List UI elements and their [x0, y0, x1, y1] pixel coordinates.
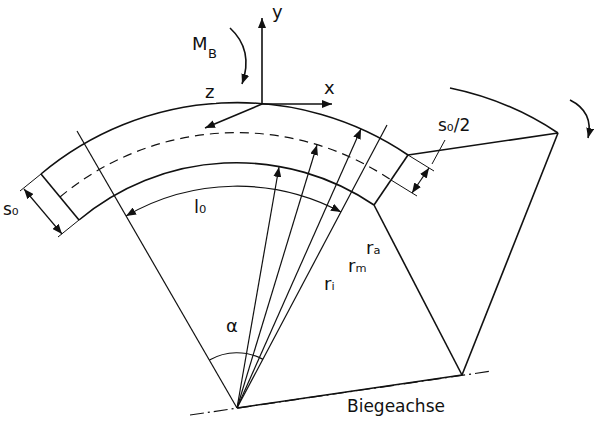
- thickness-dimension: [24, 189, 62, 234]
- axis-label: z: [203, 82, 216, 103]
- radial-line: [237, 125, 387, 408]
- extension-line: [391, 155, 434, 196]
- axis-label: x: [322, 78, 337, 99]
- dimension-label: s₀: [1, 200, 21, 220]
- moment-subscript: B: [206, 47, 219, 62]
- dimension-label: s₀/2: [436, 116, 472, 136]
- axis-label: y: [270, 2, 285, 23]
- radius-label: rₘ: [346, 256, 369, 277]
- axis-name: Biegeachse: [345, 397, 447, 417]
- x-axis: [262, 103, 332, 105]
- radius-label: rₐ: [364, 238, 382, 259]
- radius-line: [237, 129, 361, 408]
- radius-line: [237, 145, 317, 408]
- radial-line: [77, 131, 237, 408]
- y-axis: [261, 18, 263, 104]
- angle-arc: [210, 353, 264, 360]
- back-face-edge: [374, 205, 462, 375]
- z-axis: [205, 104, 262, 128]
- moment-arrow: [230, 28, 246, 84]
- back-face-edge: [462, 133, 558, 375]
- half-thickness-dimension: [412, 168, 429, 193]
- length-dimension: [126, 186, 341, 216]
- depth-edge: [408, 133, 558, 155]
- radius-label: rᵢ: [322, 274, 337, 295]
- dimension-label: l₀: [192, 197, 208, 218]
- rotation-arrow: [570, 100, 589, 138]
- radius-line: [237, 167, 279, 408]
- leader-line: [432, 140, 445, 164]
- angle-label: α: [224, 316, 240, 337]
- extension-line: [20, 174, 79, 237]
